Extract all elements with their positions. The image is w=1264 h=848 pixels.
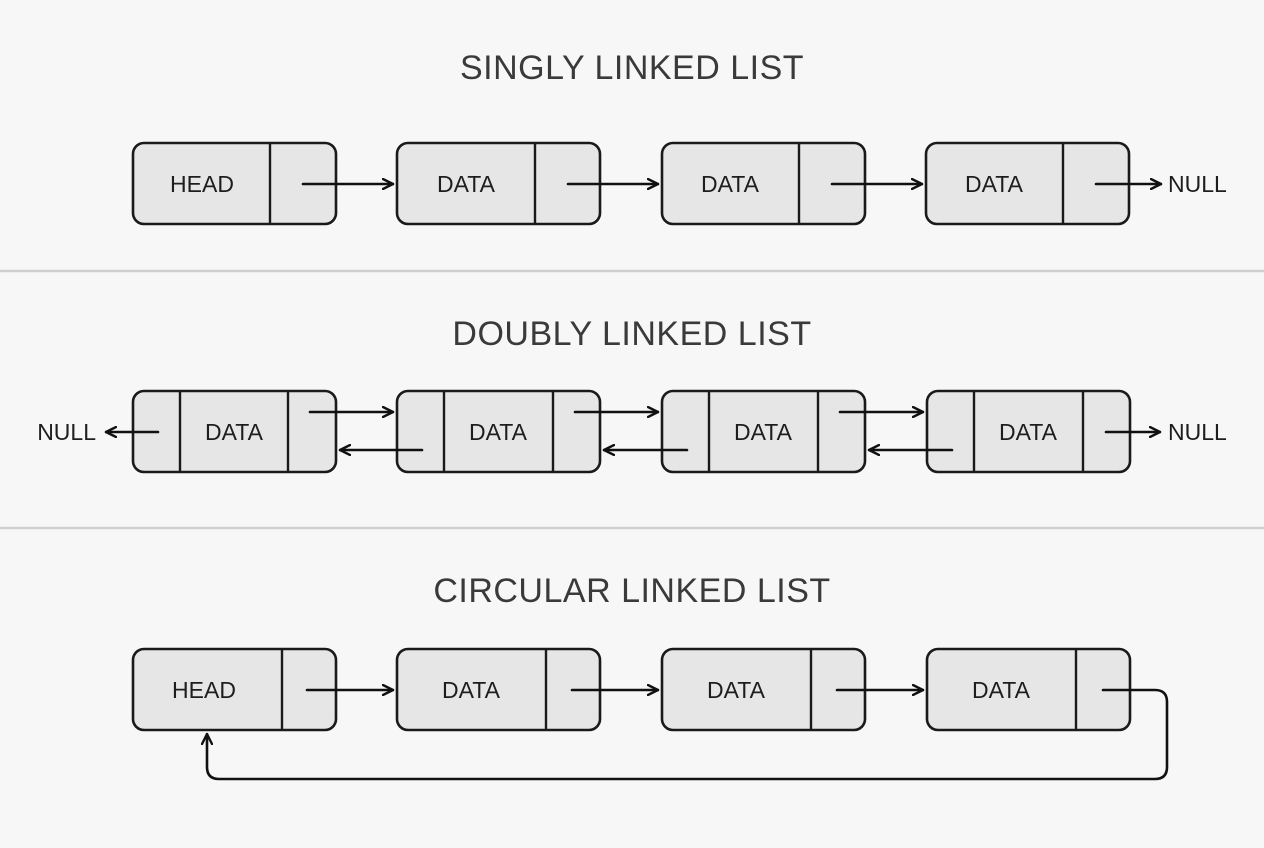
- doubly-linked-list-section: DOUBLY LINKED LIST DATA DATA DATA DATA: [37, 315, 1227, 474]
- null-label: NULL: [1168, 171, 1227, 197]
- node-label: HEAD: [170, 171, 234, 197]
- section-title: SINGLY LINKED LIST: [460, 49, 804, 87]
- node-label: DATA: [965, 171, 1024, 197]
- section-title: CIRCULAR LINKED LIST: [433, 572, 830, 610]
- list-node: HEAD: [131, 647, 338, 732]
- list-node: DATA: [131, 389, 338, 474]
- node-label: DATA: [972, 677, 1031, 703]
- node-label: DATA: [707, 677, 766, 703]
- list-node: HEAD: [131, 141, 338, 226]
- list-node: DATA: [924, 141, 1131, 226]
- list-node: DATA: [660, 647, 867, 732]
- null-label: NULL: [1168, 419, 1227, 445]
- list-node: DATA: [925, 647, 1132, 732]
- node-label: DATA: [469, 419, 528, 445]
- section-title: DOUBLY LINKED LIST: [452, 315, 811, 353]
- node-label: HEAD: [172, 677, 236, 703]
- list-node: DATA: [660, 389, 867, 474]
- node-label: DATA: [734, 419, 793, 445]
- list-node: DATA: [925, 389, 1132, 474]
- null-label: NULL: [37, 419, 96, 445]
- list-node: DATA: [395, 647, 602, 732]
- node-label: DATA: [205, 419, 264, 445]
- circular-return-arrow: [207, 688, 1169, 781]
- node-label: DATA: [437, 171, 496, 197]
- singly-linked-list-section: SINGLY LINKED LIST HEAD DATA DATA DATA N…: [131, 49, 1227, 226]
- node-label: DATA: [442, 677, 501, 703]
- circular-linked-list-section: CIRCULAR LINKED LIST HEAD DATA DATA DATA: [131, 572, 1169, 781]
- node-label: DATA: [999, 419, 1058, 445]
- node-label: DATA: [701, 171, 760, 197]
- list-node: DATA: [395, 389, 602, 474]
